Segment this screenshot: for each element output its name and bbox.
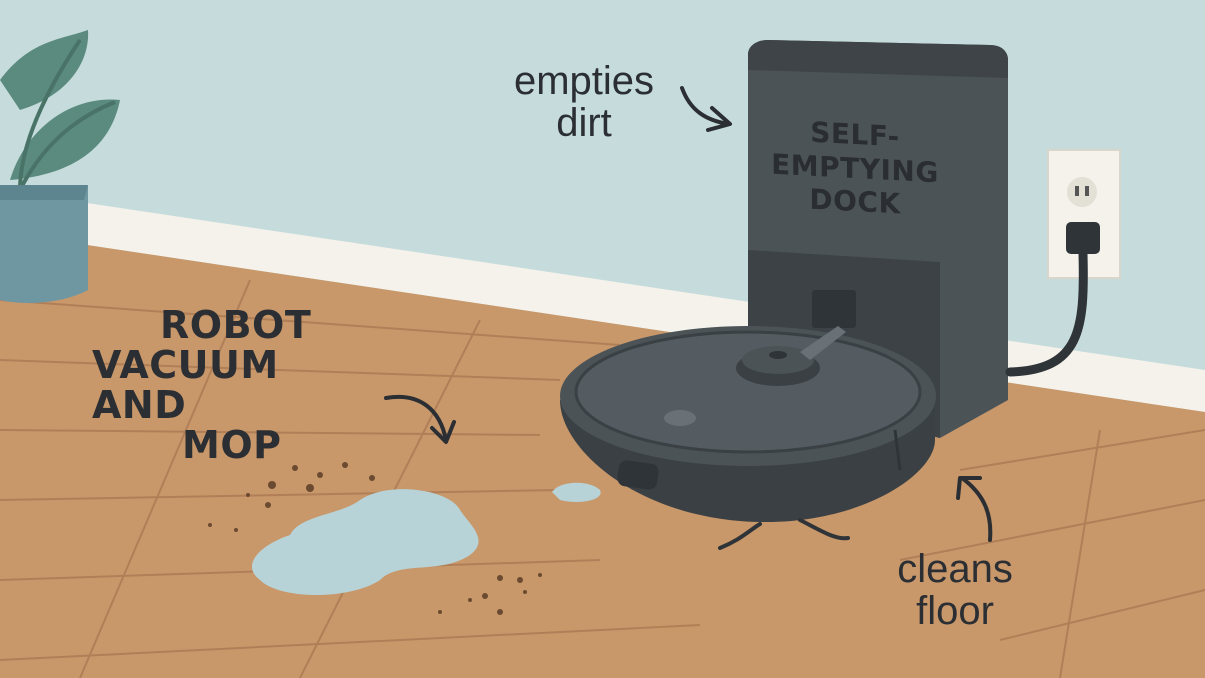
water-puddle — [251, 489, 479, 595]
robot-label-line-3: MOP — [182, 422, 282, 467]
cleans-label-line-1: cleans — [897, 547, 1013, 591]
dirt-particles — [208, 462, 542, 615]
dock-intake — [812, 290, 856, 328]
water-puddle-small — [552, 482, 601, 502]
robot-label-line-1: ROBOT — [160, 303, 312, 347]
plant-icon — [0, 30, 120, 303]
robot-vacuum-label: ROBOT VACUUM AND MOP — [92, 303, 382, 467]
cleans-floor-label: cleans floor — [880, 548, 1030, 632]
cleans-label-line-2: floor — [916, 589, 994, 633]
arrow-icon — [384, 86, 993, 542]
empties-label-line-2: dirt — [556, 101, 612, 145]
plug-icon — [1005, 222, 1100, 377]
robot-vacuum — [560, 326, 936, 550]
dock-label: SELF- EMPTYING DOCK — [770, 114, 940, 224]
empties-dirt-label: empties dirt — [484, 60, 684, 144]
empties-label-line-1: empties — [513, 59, 655, 103]
robot-label-line-2: VACUUM AND — [92, 342, 279, 427]
